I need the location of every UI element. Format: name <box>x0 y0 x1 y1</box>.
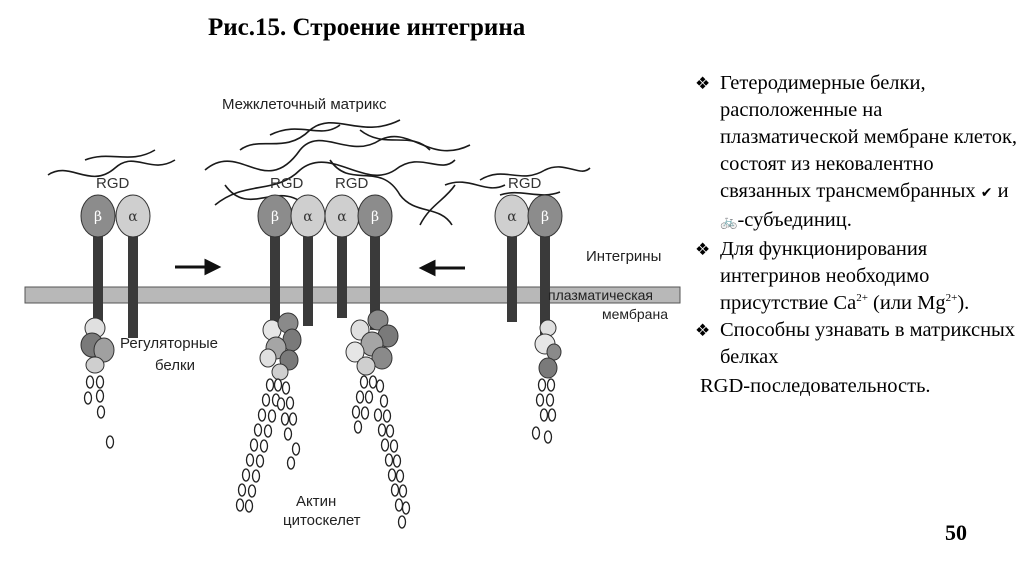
rgd-label-left: RGD <box>96 175 130 192</box>
page-number: 50 <box>945 520 967 545</box>
bullet-item: ❖ Гетеродимерные белки, расположенные на… <box>695 70 1020 236</box>
integrin-left <box>80 194 151 338</box>
actin-chain-right <box>531 378 557 444</box>
integrin-diagram: RGD RGD RGD RGD β α β α α β α β <box>24 119 681 529</box>
bullet-list: ❖ Гетеродимерные белки, расположенные на… <box>695 70 1020 400</box>
actin-binding-cluster-left <box>259 312 302 381</box>
alpha-label: α <box>507 209 517 225</box>
bullet-text: Для функционирования интегринов необходи… <box>720 238 930 314</box>
actin-filament-center-left <box>235 378 301 513</box>
beta-label: β <box>94 209 102 225</box>
regulatory-proteins-right <box>534 319 562 379</box>
actin-chain-left <box>83 375 115 449</box>
regulatory-label-line2: белки <box>155 357 195 374</box>
bullet-item: ❖ Для функционирования интегринов необхо… <box>695 236 1020 317</box>
arrow-right <box>175 258 222 276</box>
integrin-right <box>494 194 563 335</box>
actin-label-line1: Актин <box>296 493 337 510</box>
superscript: 2+ <box>945 292 958 305</box>
actin-filament-center-right <box>351 375 411 529</box>
actin-binding-cluster-right <box>345 309 399 376</box>
diamond-bullet-icon: ❖ <box>695 74 711 93</box>
membrane-label-line2: мембрана <box>602 306 668 322</box>
arrow-left <box>418 259 465 277</box>
bullet-conjunction: и <box>997 180 1009 202</box>
regulatory-label-line1: Регуляторные <box>120 335 218 352</box>
alpha-label: α <box>337 209 347 225</box>
slide-title: Рис.15. Строение интегрина <box>208 14 526 41</box>
bullet-item: ❖ Способны узнавать в матриксных белках <box>695 317 1020 371</box>
check-symbol-icon: ✔ <box>980 185 993 201</box>
beta-label: β <box>371 209 379 225</box>
bullet-text-end: ). <box>957 292 970 314</box>
bicycle-symbol-icon: 🚲 <box>720 214 738 230</box>
bullet-tail: -субъединиц. <box>737 209 852 231</box>
rgd-label-center-right: RGD <box>335 175 369 192</box>
bullet-tail: RGD-последовательность. <box>700 375 931 397</box>
diamond-bullet-icon: ❖ <box>695 240 711 259</box>
regulatory-proteins-left <box>80 317 115 374</box>
integrin-center-right <box>324 194 393 330</box>
bullet-text: Способны узнавать в матриксных белках <box>720 319 1016 368</box>
bullet-text: Гетеродимерные белки, расположенные на п… <box>720 72 1018 202</box>
alpha-label: α <box>128 209 138 225</box>
beta-label: β <box>271 209 279 225</box>
actin-label-line2: цитоскелет <box>283 512 361 529</box>
alpha-label: α <box>303 209 313 225</box>
matrix-label: Межклеточный матрикс <box>222 96 387 113</box>
superscript: 2+ <box>856 292 868 305</box>
rgd-label-right: RGD <box>508 175 542 192</box>
integrins-label: Интегрины <box>586 248 662 265</box>
diamond-bullet-icon: ❖ <box>695 321 711 340</box>
beta-label: β <box>541 209 549 225</box>
membrane-label-line1: плазматическая <box>548 287 654 303</box>
rgd-label-center-left: RGD <box>270 175 304 192</box>
bullet-text-mid: (или Mg <box>873 292 946 314</box>
integrin-center-left <box>257 194 326 330</box>
matrix-fibers <box>47 119 591 226</box>
